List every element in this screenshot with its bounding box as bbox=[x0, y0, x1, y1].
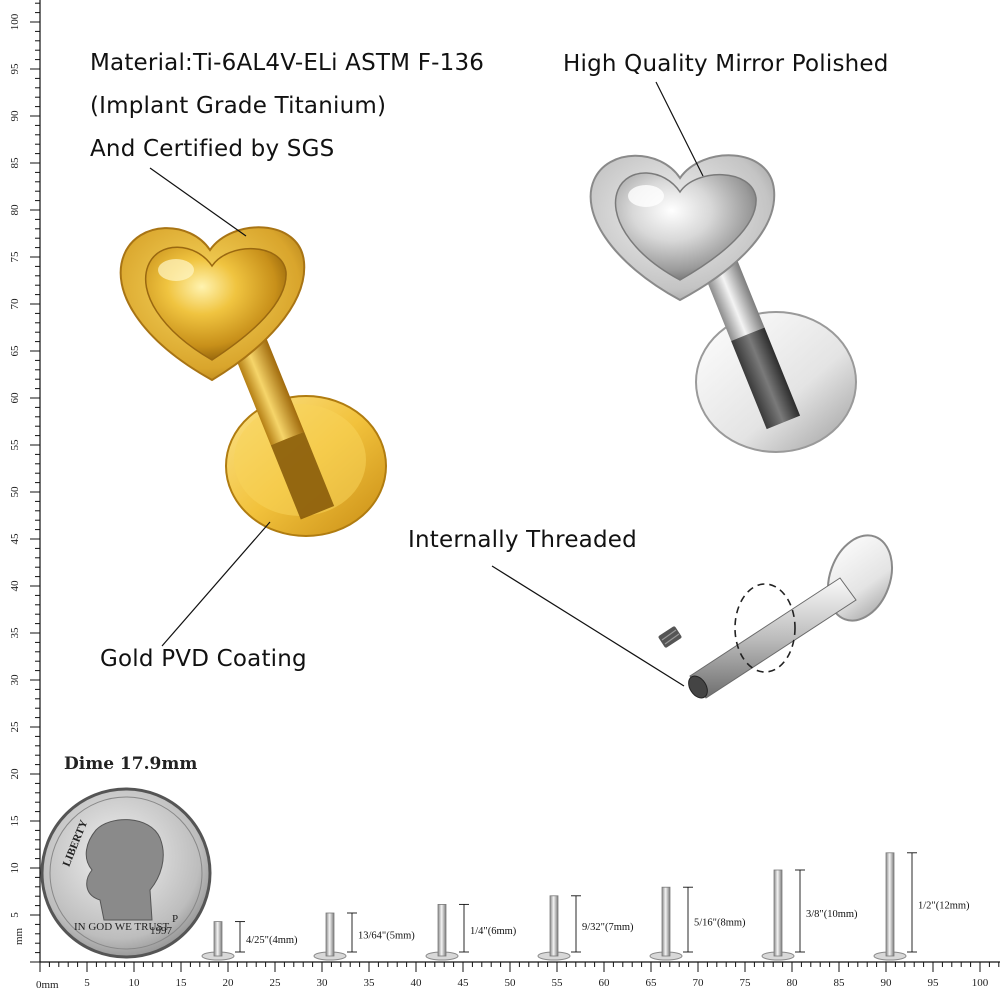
size-stud-7mm: 9/32"(7mm) bbox=[537, 895, 634, 961]
threaded-label: Internally Threaded bbox=[408, 527, 637, 553]
size-label: 9/32"(7mm) bbox=[582, 922, 634, 933]
bottom-ruler-label: 95 bbox=[928, 977, 940, 989]
left-ruler-unit: mm bbox=[13, 927, 25, 945]
ruler: mm 0mm 5 10 15 20 25 30 35 40 45 50 55 60 65 70 75 80 85… bbox=[9, 0, 1000, 991]
left-ruler-label: 90 bbox=[9, 110, 21, 122]
size-stud-post bbox=[661, 886, 671, 957]
left-ruler-label: 15 bbox=[9, 815, 21, 827]
left-ruler-label: 65 bbox=[9, 345, 21, 357]
bottom-ruler-label: 45 bbox=[458, 977, 470, 989]
left-ruler-label: 85 bbox=[9, 157, 21, 169]
left-ruler-label: 45 bbox=[9, 533, 21, 545]
bottom-ruler-label: 55 bbox=[552, 977, 564, 989]
bottom-ruler-label: 35 bbox=[364, 977, 376, 989]
size-comparison: 4/25"(4mm) 13/64"(5mm) 1/4"(6mm) 9/32"(7mm)… bbox=[201, 852, 970, 961]
left-ruler-label: 50 bbox=[9, 486, 21, 498]
bottom-ruler-label: 75 bbox=[740, 977, 752, 989]
bottom-ruler-label: 15 bbox=[176, 977, 188, 989]
size-stud-10mm: 3/8"(10mm) bbox=[761, 869, 858, 961]
size-stud-post bbox=[325, 912, 335, 957]
polished-leader-line bbox=[655, 81, 704, 177]
bottom-ruler-label: 65 bbox=[646, 977, 658, 989]
size-stud-6mm: 1/4"(6mm) bbox=[425, 903, 517, 961]
size-label: 1/4"(6mm) bbox=[470, 926, 517, 937]
coin-year: 1997 bbox=[150, 925, 173, 937]
left-ruler-label: 30 bbox=[9, 674, 21, 686]
material-leader-line bbox=[149, 167, 247, 237]
left-ruler-label: 5 bbox=[9, 912, 21, 918]
size-label: 5/16"(8mm) bbox=[694, 918, 746, 929]
set-screw bbox=[658, 626, 682, 648]
left-ruler-label: 10 bbox=[9, 862, 21, 874]
left-ruler-label: 80 bbox=[9, 204, 21, 216]
left-ruler-label: 60 bbox=[9, 392, 21, 404]
bottom-ruler-zero: 0mm bbox=[36, 979, 59, 991]
dime-coin: LIBERTY IN GOD WE TRUST 1997 P bbox=[40, 787, 212, 959]
coin-trust: IN GOD WE TRUST bbox=[74, 921, 170, 933]
left-ruler-label: 100 bbox=[9, 13, 21, 30]
bottom-ruler-label: 90 bbox=[881, 977, 893, 989]
bottom-ruler-label: 70 bbox=[693, 977, 705, 989]
left-ruler-label: 75 bbox=[9, 251, 21, 263]
size-stud-8mm: 5/16"(8mm) bbox=[649, 886, 746, 961]
bottom-ruler-label: 85 bbox=[834, 977, 846, 989]
size-label: 4/25"(4mm) bbox=[246, 935, 298, 946]
size-label: 1/2"(12mm) bbox=[918, 900, 970, 911]
size-stud-post bbox=[885, 852, 895, 957]
size-stud-12mm: 1/2"(12mm) bbox=[873, 852, 970, 961]
bottom-ruler-label: 60 bbox=[599, 977, 611, 989]
left-ruler-label: 70 bbox=[9, 298, 21, 310]
coating-label: Gold PVD Coating bbox=[100, 646, 307, 672]
bottom-ruler-label: 40 bbox=[411, 977, 423, 989]
size-stud-post bbox=[549, 895, 559, 957]
gold-labret-stud bbox=[119, 226, 387, 537]
size-stud-4mm: 4/25"(4mm) bbox=[201, 921, 298, 961]
material-label-line2: (Implant Grade Titanium) bbox=[90, 93, 387, 119]
coin-portrait bbox=[85, 819, 164, 921]
size-stud-post bbox=[213, 921, 223, 957]
dime-label: Dime 17.9mm bbox=[64, 754, 198, 774]
size-stud-post bbox=[437, 904, 447, 957]
leader-lines bbox=[149, 81, 704, 687]
bottom-ruler-label: 10 bbox=[129, 977, 141, 989]
left-ruler-label: 20 bbox=[9, 768, 21, 780]
left-ruler-label: 40 bbox=[9, 580, 21, 592]
size-label: 13/64"(5mm) bbox=[358, 931, 415, 942]
bottom-ruler-label: 20 bbox=[223, 977, 235, 989]
size-stud-post bbox=[773, 869, 783, 957]
material-label-line3: And Certified by SGS bbox=[90, 136, 335, 162]
left-ruler-label: 95 bbox=[9, 63, 21, 75]
left-ruler-label: 35 bbox=[9, 627, 21, 639]
bottom-ruler-label: 80 bbox=[787, 977, 799, 989]
bottom-ruler-label: 25 bbox=[270, 977, 282, 989]
left-ruler-label: 55 bbox=[9, 439, 21, 451]
size-label: 3/8"(10mm) bbox=[806, 909, 858, 920]
material-label-line1: Material:Ti-6AL4V-ELi ASTM F-136 bbox=[90, 50, 485, 76]
thread-highlight-circle bbox=[734, 583, 796, 673]
bottom-ruler-label: 30 bbox=[317, 977, 329, 989]
bottom-ruler-label: 100 bbox=[972, 977, 989, 989]
bottom-ruler-label: 5 bbox=[84, 977, 90, 989]
threaded-leader-line bbox=[491, 565, 685, 687]
bottom-ruler-label: 50 bbox=[505, 977, 517, 989]
polished-label: High Quality Mirror Polished bbox=[563, 51, 889, 77]
threaded-labret-bar bbox=[658, 534, 893, 699]
left-ruler-label: 25 bbox=[9, 721, 21, 733]
size-stud-5mm: 13/64"(5mm) bbox=[313, 912, 415, 961]
coating-leader-line bbox=[161, 521, 271, 647]
coin-mint-mark: P bbox=[172, 913, 178, 925]
silver-labret-stud bbox=[589, 154, 857, 453]
